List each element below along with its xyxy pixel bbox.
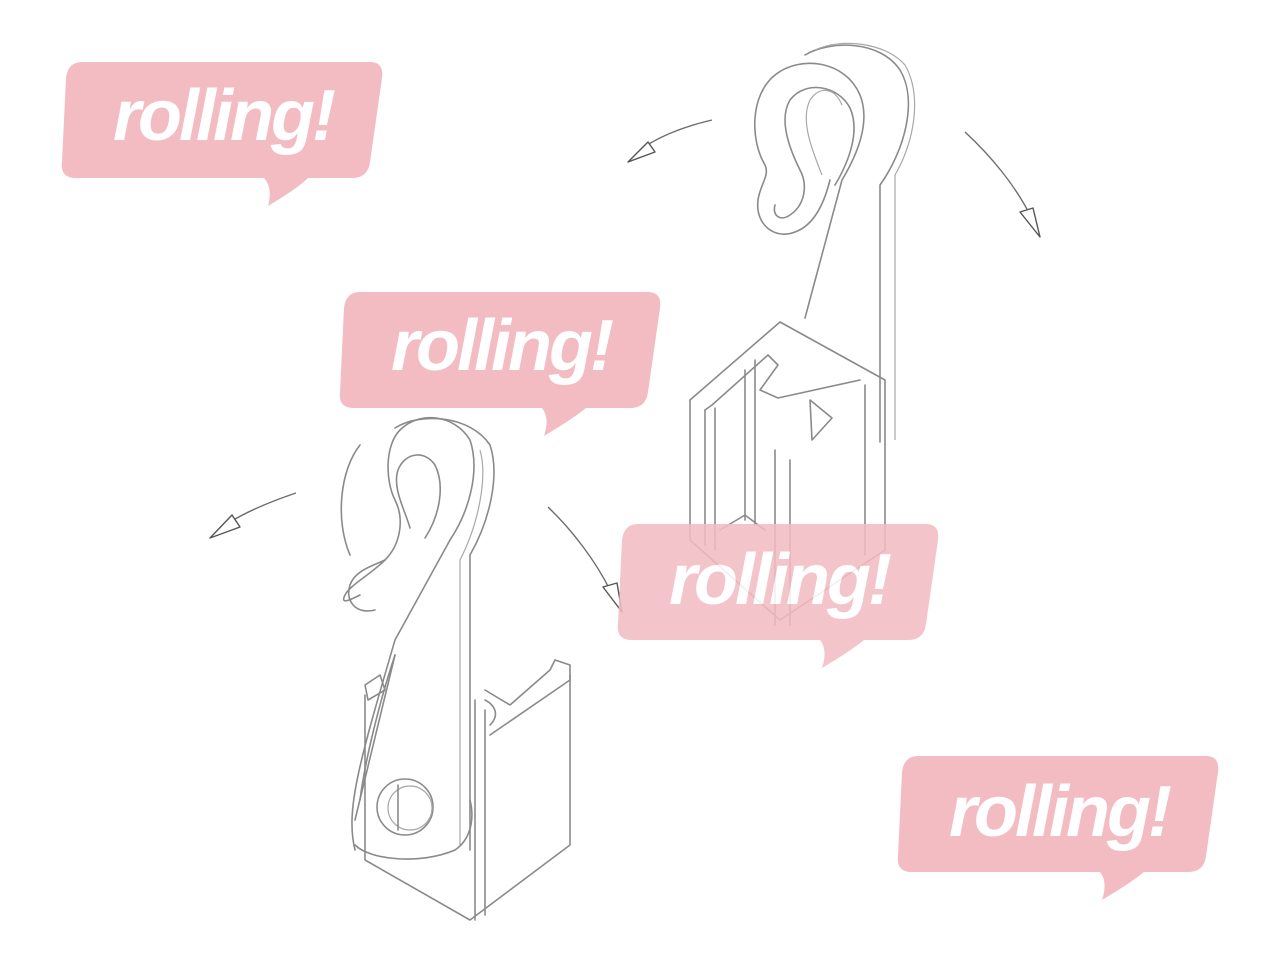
speech-bubble-icon <box>617 524 939 668</box>
watermark-text: rolling! <box>669 540 892 620</box>
watermark-badge-2: rolling! <box>336 290 666 440</box>
watermark-badge-4: rolling! <box>894 752 1224 902</box>
watermark-badge-3: rolling! <box>614 520 944 670</box>
watermark-badge-1: rolling! <box>58 58 388 208</box>
watermark-text: rolling! <box>113 76 336 156</box>
watermark-text: rolling! <box>949 772 1172 852</box>
upper-right-hook-glider <box>627 42 1041 626</box>
lower-left-hook-glider <box>209 416 623 921</box>
speech-bubble-icon <box>897 756 1219 900</box>
speech-bubble-icon <box>61 62 383 206</box>
watermark-text: rolling! <box>391 306 614 386</box>
speech-bubble-icon <box>339 292 661 436</box>
